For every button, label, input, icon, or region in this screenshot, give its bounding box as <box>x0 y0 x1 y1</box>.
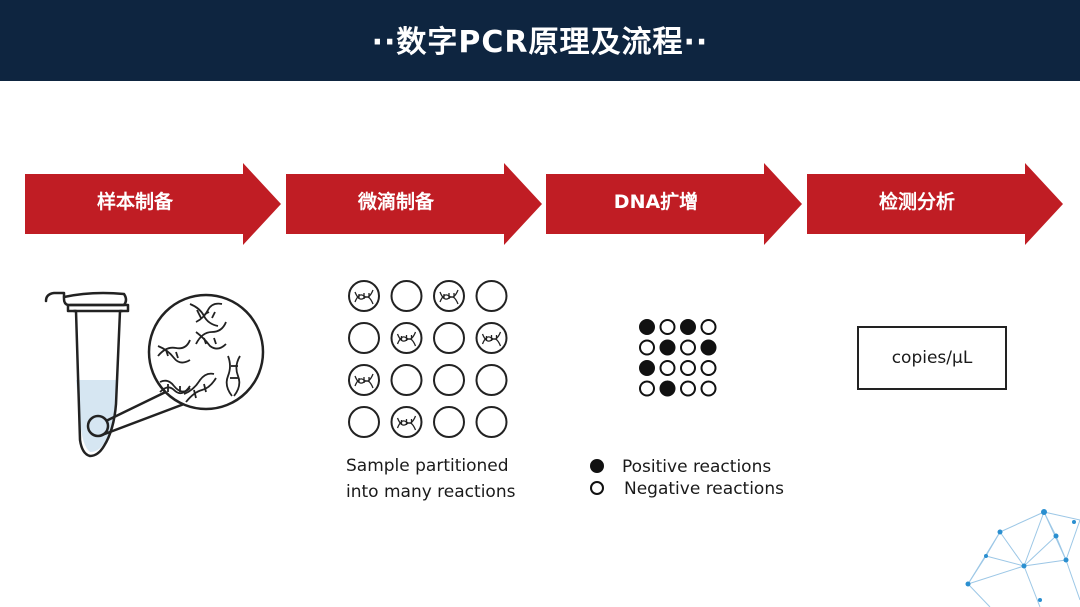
dna-icon <box>396 331 417 347</box>
positive-reaction-dot <box>700 339 717 356</box>
droplet-with-dna <box>475 322 508 354</box>
result-box: copies/μL <box>857 326 1007 390</box>
negative-reaction-dot <box>680 360 696 376</box>
positive-reaction-dot <box>659 339 676 356</box>
positive-reaction-dot <box>659 380 676 397</box>
legend-negative-label: Negative reactions <box>624 479 784 499</box>
dna-strands-magnified <box>157 302 241 403</box>
dna-icon <box>354 289 374 305</box>
droplet-empty <box>390 364 423 396</box>
droplet-empty <box>433 322 465 354</box>
negative-reaction-dot <box>659 319 676 335</box>
step-label: 检测分析 <box>878 191 955 213</box>
negative-reaction-dot <box>639 339 655 356</box>
droplet-with-dna <box>348 280 380 312</box>
positive-reaction-dot <box>639 360 655 376</box>
droplet-empty <box>348 322 380 354</box>
droplet-empty <box>475 406 508 438</box>
step-arrow-droplet-generation: 微滴制备 <box>286 163 542 245</box>
negative-reaction-dot <box>700 360 717 376</box>
droplet-with-dna <box>348 364 380 396</box>
header-bar: ··数字PCR原理及流程·· <box>0 0 1080 81</box>
droplet-empty <box>390 280 423 312</box>
negative-reaction-dot <box>700 380 717 397</box>
dna-icon <box>396 415 417 431</box>
step-arrow-detection-analysis: 检测分析 <box>807 163 1063 245</box>
step-label: 微滴制备 <box>357 191 434 213</box>
negative-reaction-dot <box>639 380 655 397</box>
step-label: DNA扩增 <box>613 191 699 213</box>
step-label: 样本制备 <box>96 191 173 213</box>
caption-line-2: into many reactions <box>346 482 516 502</box>
negative-reaction-dot <box>680 339 696 356</box>
legend-positive-label: Positive reactions <box>622 457 772 477</box>
dna-icon <box>481 331 502 347</box>
dna-icon <box>354 373 374 389</box>
result-unit: copies/μL <box>891 348 973 368</box>
page-title: ··数字PCR原理及流程·· <box>371 25 709 60</box>
droplet-empty <box>433 364 465 396</box>
pcr-tube-icon <box>44 291 265 458</box>
droplet-empty <box>348 406 380 438</box>
partition-caption: Sample partitioned into many reactions <box>346 453 576 505</box>
filled-dot-icon <box>590 459 604 473</box>
sample-tube-illustration <box>44 291 265 458</box>
droplet-with-dna <box>390 322 423 354</box>
negative-reaction-dot <box>659 360 676 376</box>
droplet-with-dna <box>433 280 465 312</box>
droplet-empty <box>475 280 508 312</box>
negative-reaction-dot <box>700 319 717 335</box>
caption-line-1: Sample partitioned <box>346 456 509 476</box>
step-arrow-sample-prep: 样本制备 <box>25 163 281 245</box>
negative-reaction-dot <box>680 380 696 397</box>
positive-reaction-dot <box>639 319 655 335</box>
empty-dot-icon <box>590 481 604 495</box>
positive-reaction-dot <box>680 319 696 335</box>
step-arrow-dna-amplification: DNA扩增 <box>546 163 802 245</box>
droplet-empty <box>475 364 508 396</box>
dna-icon <box>439 289 459 305</box>
droplet-with-dna <box>390 406 423 438</box>
droplet-empty <box>433 406 465 438</box>
